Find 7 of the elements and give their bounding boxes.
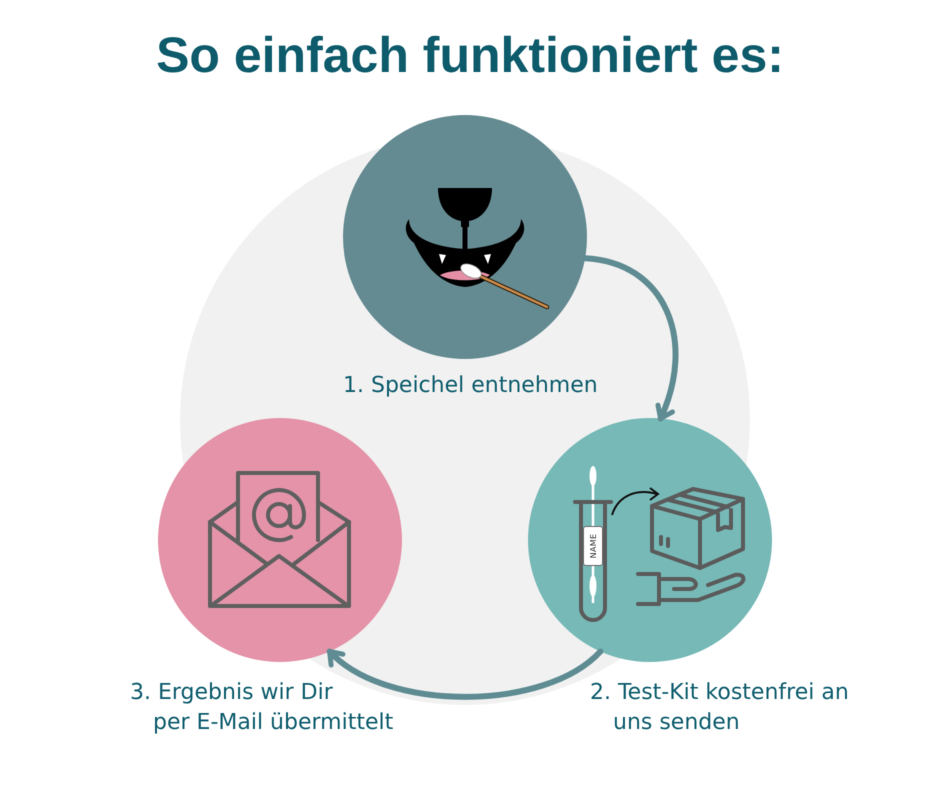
- step-caption: 2. Test-Kit kostenfrei an uns senden: [590, 679, 850, 737]
- step-caption: 1. Speichel entnehmen: [343, 372, 598, 400]
- step-caption: 3. Ergebnis wir Dir per E-Mail übermittelt: [130, 679, 394, 737]
- title: So einfach funktioniert es:: [156, 26, 784, 84]
- tube-label: NAME: [583, 526, 603, 566]
- curved-arrow: [326, 648, 604, 700]
- curved-arrow: [582, 255, 678, 422]
